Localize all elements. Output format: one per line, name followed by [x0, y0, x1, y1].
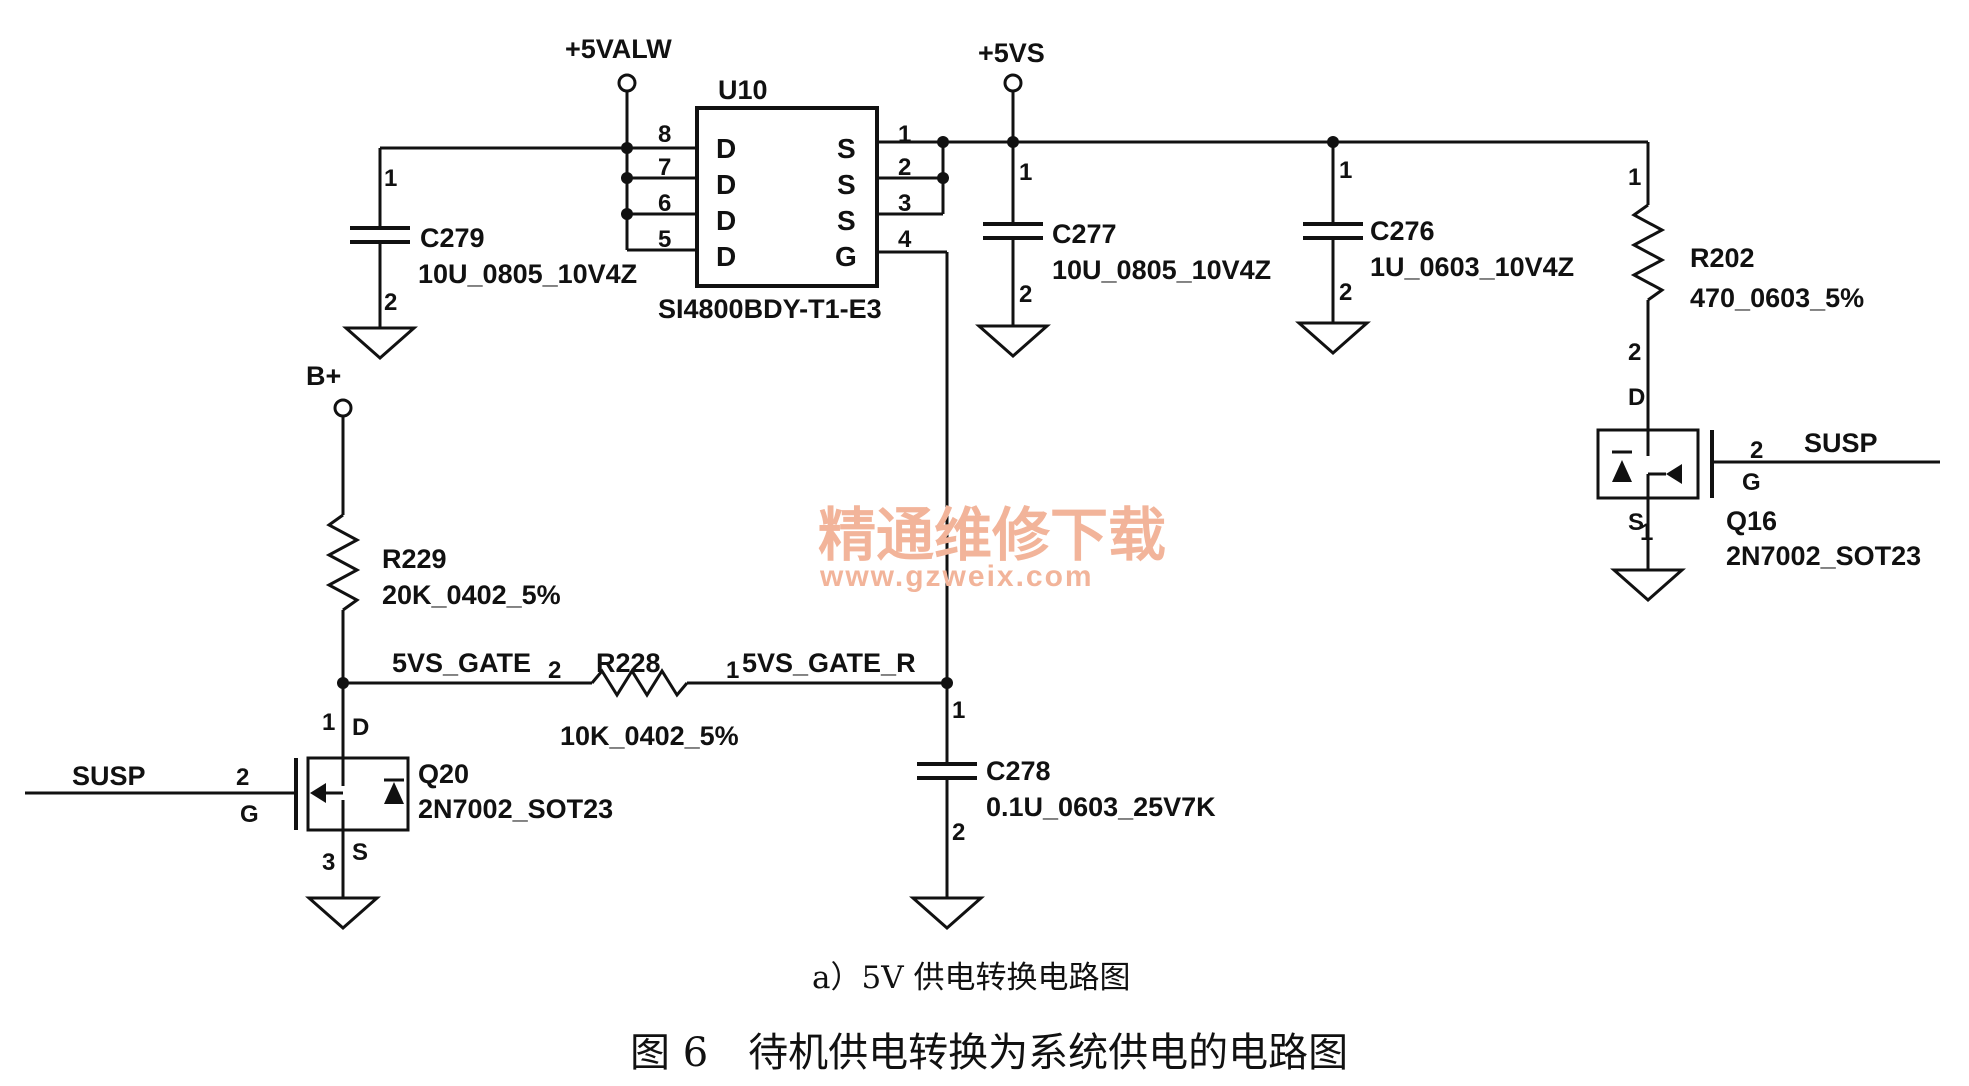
net-5vs: +5VS [877, 38, 1648, 216]
svg-text:6: 6 [658, 190, 671, 217]
net-label-susp-right: SUSP [1804, 428, 1878, 458]
net-label-5valw: +5VALW [565, 34, 672, 64]
c277-ref: C277 [1052, 219, 1117, 249]
c276-ref: C276 [1370, 216, 1435, 246]
net-5vs-gate-r: 5VS_GATE_R [742, 250, 953, 689]
u10-ref: U10 [718, 75, 768, 105]
ground-symbol [305, 896, 381, 931]
svg-text:2: 2 [548, 657, 561, 684]
net-label-5vs-gate: 5VS_GATE [392, 648, 531, 678]
svg-text:D: D [1628, 384, 1645, 411]
svg-text:S: S [837, 169, 856, 200]
svg-text:G: G [240, 801, 259, 828]
svg-text:S: S [352, 839, 368, 866]
svg-text:3: 3 [898, 190, 911, 217]
svg-text:G: G [1742, 469, 1761, 496]
svg-text:2: 2 [952, 819, 965, 846]
svg-text:7: 7 [658, 154, 671, 181]
net-label-5vs-gate-r: 5VS_GATE_R [742, 648, 916, 678]
ground-symbol [1295, 321, 1371, 356]
q20-value: 2N7002_SOT23 [418, 794, 613, 824]
watermark-url: www.gzweix.com [819, 560, 1094, 593]
capacitor-c277: 1 2 C277 10U_0805_10V4Z [975, 142, 1271, 359]
r202-ref: R202 [1690, 243, 1755, 273]
net-5vs-gate: 5VS_GATE [337, 648, 592, 689]
r229-value: 20K_0402_5% [382, 580, 561, 610]
svg-text:2: 2 [1019, 281, 1032, 308]
svg-text:D: D [352, 714, 369, 741]
net-bplus: B+ [306, 361, 353, 515]
ground-symbol [909, 896, 985, 931]
svg-text:D: D [716, 241, 736, 272]
c278-ref: C278 [986, 756, 1051, 786]
r228-ref: R228 [596, 648, 661, 678]
svg-text:1: 1 [322, 709, 335, 736]
svg-text:2: 2 [1750, 437, 1763, 464]
ground-symbol [342, 326, 418, 361]
mosfet-q20: 1 D 2 G 3 S SUSP Q20 2N7002_SOT23 [25, 683, 613, 931]
svg-text:2: 2 [1339, 279, 1352, 306]
svg-text:4: 4 [898, 226, 912, 253]
c279-value: 10U_0805_10V4Z [418, 259, 637, 289]
svg-text:2: 2 [1628, 339, 1641, 366]
svg-text:S: S [837, 133, 856, 164]
svg-text:1: 1 [1019, 159, 1032, 186]
svg-text:2: 2 [898, 154, 911, 181]
q16-ref: Q16 [1726, 506, 1777, 536]
ic-u10: U10 SI4800BDY-T1-E3 8 7 6 5 D D D D S S … [658, 75, 912, 324]
net-label-5vs: +5VS [978, 38, 1045, 68]
svg-text:8: 8 [658, 121, 671, 148]
resistor-r202: 1 2 R202 470_0603_5% [1628, 142, 1864, 430]
ground-symbol [1610, 568, 1686, 603]
svg-text:G: G [835, 241, 857, 272]
capacitor-c276: 1 2 C276 1U_0603_10V4Z [1295, 142, 1574, 356]
svg-text:1: 1 [898, 121, 911, 148]
c278-value: 0.1U_0603_25V7K [986, 792, 1216, 822]
net-label-bplus: B+ [306, 361, 341, 391]
c276-value: 1U_0603_10V4Z [1370, 252, 1574, 282]
r228-value: 10K_0402_5% [560, 721, 739, 751]
capacitor-c278: 1 2 C278 0.1U_0603_25V7K [909, 683, 1216, 931]
c279-ref: C279 [420, 223, 485, 253]
svg-text:1: 1 [1640, 519, 1653, 546]
figure-caption: 图 6 待机供电转换为系统供电的电路图 [630, 1030, 1348, 1076]
svg-text:D: D [716, 169, 736, 200]
u10-part: SI4800BDY-T1-E3 [658, 294, 882, 324]
svg-text:D: D [716, 205, 736, 236]
svg-text:3: 3 [322, 849, 335, 876]
q20-ref: Q20 [418, 759, 469, 789]
svg-text:2: 2 [236, 764, 249, 791]
svg-text:1: 1 [384, 165, 397, 192]
svg-text:1: 1 [1339, 157, 1352, 184]
c277-value: 10U_0805_10V4Z [1052, 255, 1271, 285]
svg-text:2: 2 [384, 289, 397, 316]
svg-text:1: 1 [726, 657, 739, 684]
svg-text:1: 1 [952, 697, 965, 724]
capacitor-c279: 1 2 C279 10U_0805_10V4Z [342, 148, 637, 361]
svg-text:D: D [716, 133, 736, 164]
5vs-terminal [1003, 73, 1023, 93]
sub-caption: a）5V 供电转换电路图 [812, 960, 1130, 996]
svg-text:1: 1 [1628, 164, 1641, 191]
net-label-susp-left: SUSP [72, 761, 146, 791]
r202-value: 470_0603_5% [1690, 283, 1864, 313]
svg-text:S: S [1628, 509, 1644, 536]
mosfet-q16: D S 1 2 G SUSP Q16 2N7002_SOT23 [1596, 384, 1940, 603]
r229-ref: R229 [382, 544, 447, 574]
resistor-r228: 2 1 R228 10K_0402_5% [548, 648, 947, 751]
svg-text:S: S [837, 205, 856, 236]
net-5valw: +5VALW [380, 34, 697, 252]
5valw-terminal [617, 73, 637, 93]
svg-text:5: 5 [658, 226, 671, 253]
q16-value: 2N7002_SOT23 [1726, 541, 1921, 571]
resistor-r229: R229 20K_0402_5% [325, 513, 561, 683]
bplus-terminal [333, 398, 353, 418]
watermark-cn: 精通维修下载 [818, 501, 1166, 569]
watermark: 精通维修下载 www.gzweix.com [818, 501, 1166, 593]
ground-symbol [975, 324, 1051, 359]
